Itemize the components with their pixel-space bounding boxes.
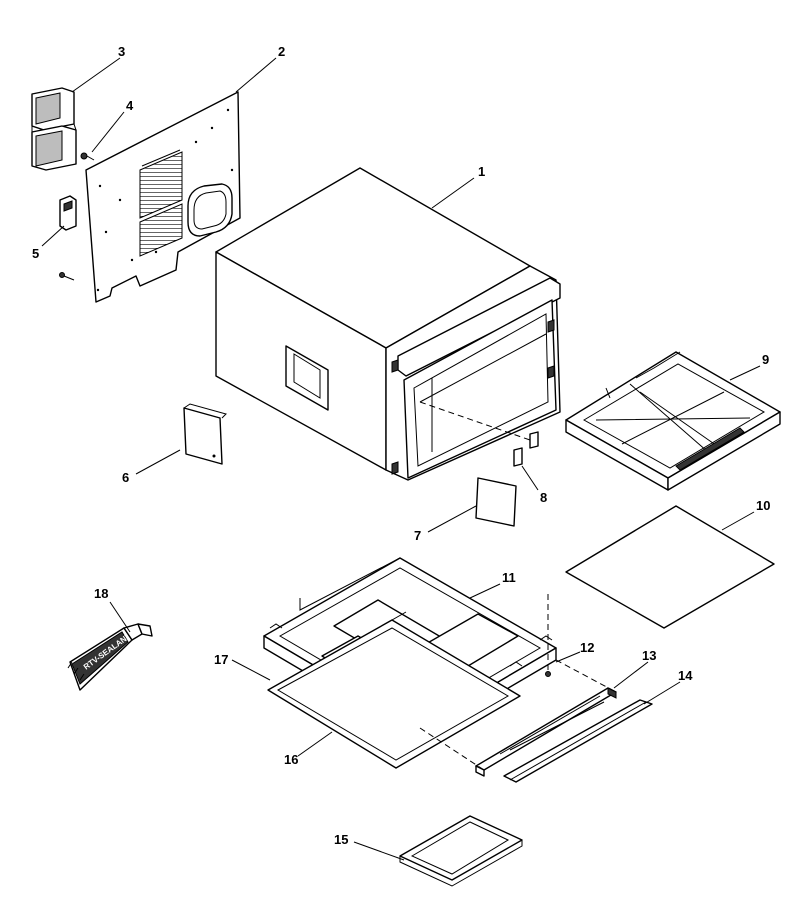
part-2-rear-panel <box>85 91 241 303</box>
callout-17: 17 <box>214 652 228 667</box>
callout-16: 16 <box>284 752 298 767</box>
callout-10: 10 <box>756 498 770 513</box>
callout-labels: 1 2 3 4 5 6 7 8 9 10 11 12 13 14 15 16 1… <box>32 44 770 847</box>
part-5-clip <box>59 195 77 231</box>
callout-12: 12 <box>580 640 594 655</box>
callout-13: 13 <box>642 648 656 663</box>
part-13-rail <box>419 659 617 777</box>
callout-15: 15 <box>334 832 348 847</box>
callout-5: 5 <box>32 246 39 261</box>
part-15-drip-tray <box>399 815 523 887</box>
callout-11: 11 <box>502 570 516 585</box>
part-1-oven-cabinet <box>215 167 561 481</box>
callout-1: 1 <box>478 164 485 179</box>
part-10-floor-sheet <box>565 505 775 629</box>
callout-7: 7 <box>414 528 421 543</box>
panel-screw <box>59 272 75 281</box>
part-16-bottom-plate <box>267 619 521 769</box>
leader-lines <box>41 57 761 861</box>
part-18-sealant-tube: RTV-SEALANT <box>67 623 153 691</box>
callout-14: 14 <box>678 668 693 683</box>
callout-18: 18 <box>94 586 108 601</box>
part-7-gasket-sheet <box>475 477 517 527</box>
part-4-screw <box>80 152 95 161</box>
part-9-support-tray <box>565 351 781 491</box>
callout-2: 2 <box>278 44 285 59</box>
callout-3: 3 <box>118 44 125 59</box>
part-14-trim-strip <box>503 699 653 783</box>
callout-8: 8 <box>540 490 547 505</box>
part-8-spacer-blocks <box>419 401 539 467</box>
part-3-bracket-assembly <box>31 87 77 171</box>
part-12-screw <box>545 594 551 677</box>
callout-9: 9 <box>762 352 769 367</box>
vent-louvers <box>139 149 183 257</box>
part-6-cover-plate <box>183 403 227 465</box>
callout-4: 4 <box>126 98 134 113</box>
callout-6: 6 <box>122 470 129 485</box>
